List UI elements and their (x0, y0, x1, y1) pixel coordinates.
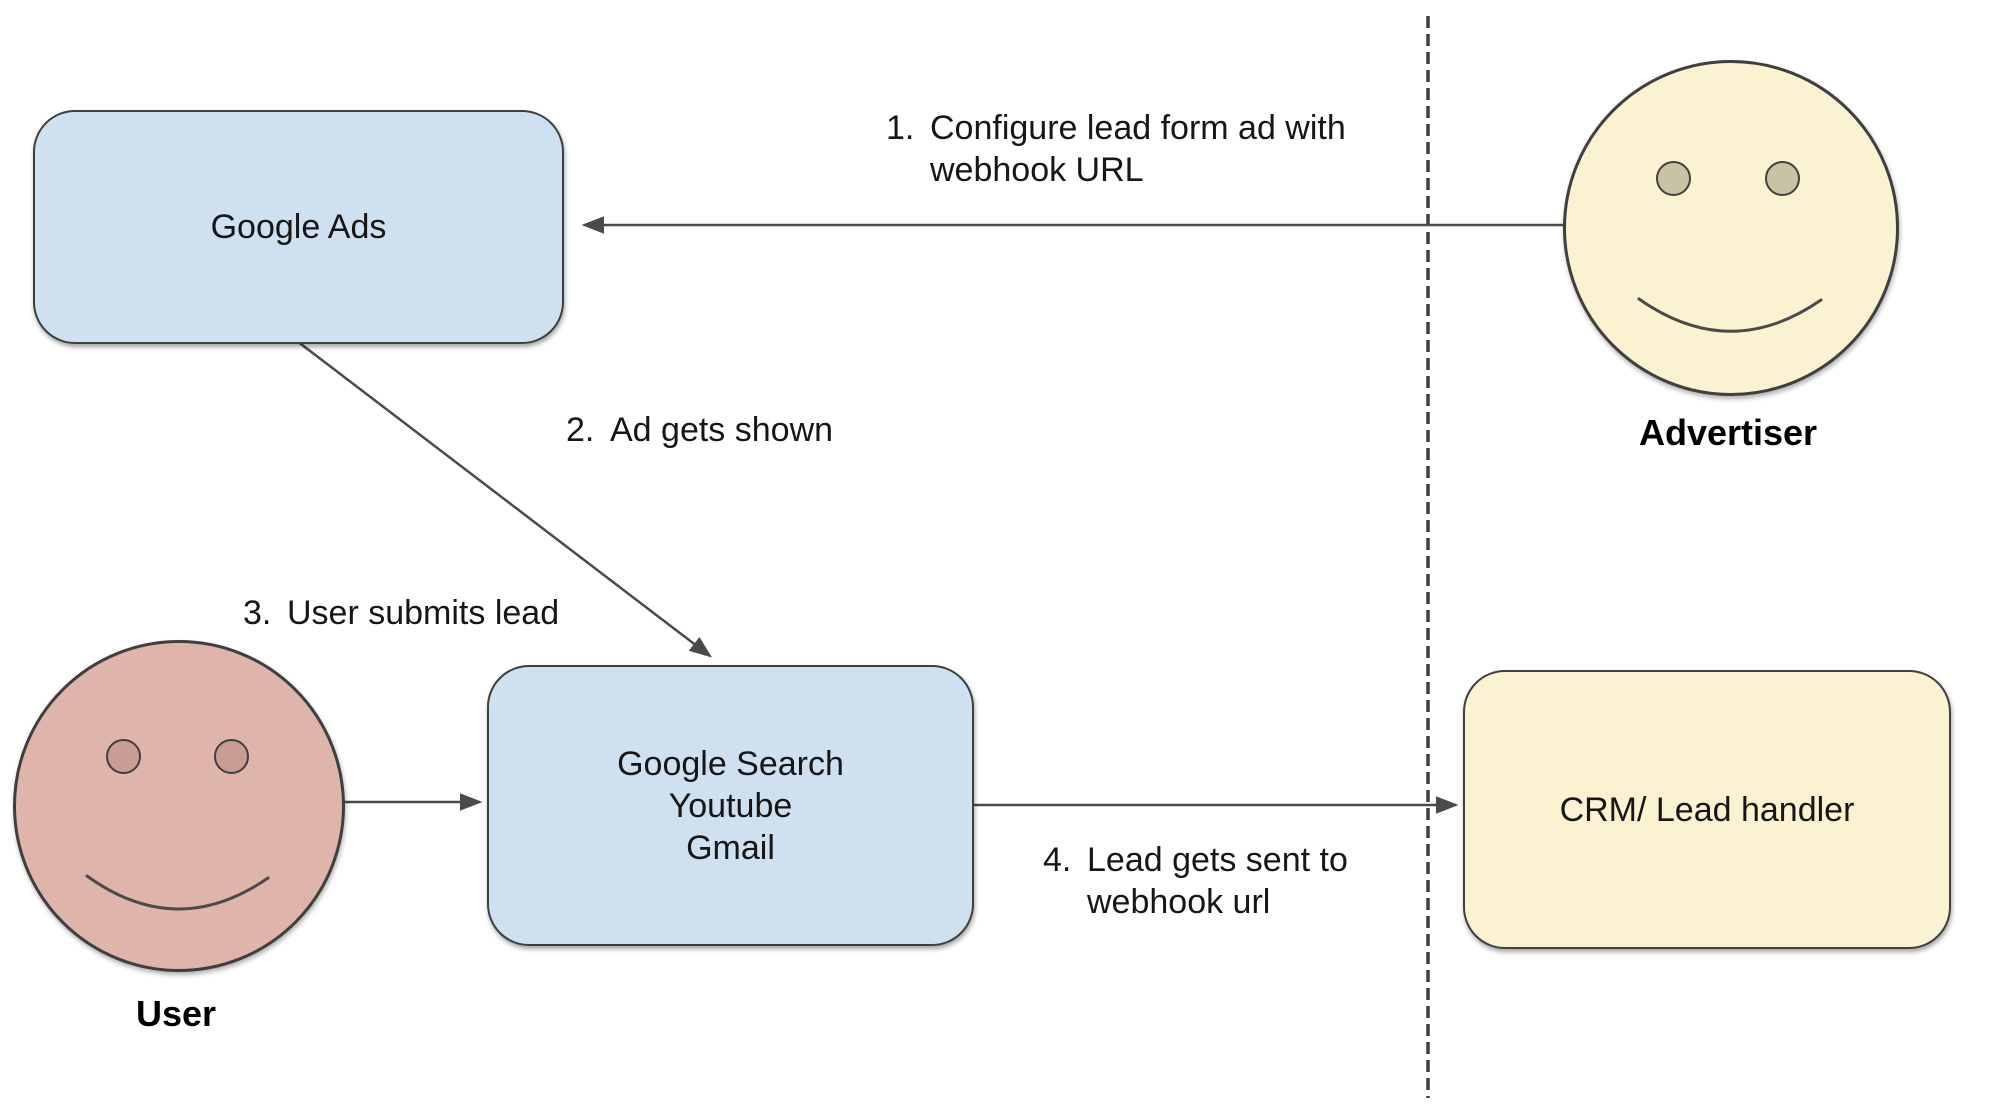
user-label: User (135, 993, 217, 1034)
surface-line-google-search: Google Search (617, 744, 844, 783)
advertiser-face (1563, 60, 1899, 396)
step-1-label: 1. Configure lead form ad with webhook U… (886, 107, 1346, 191)
step-2-label: 2. Ad gets shown (566, 409, 833, 451)
user-smile-icon (85, 874, 270, 911)
step-3-number: 3. (243, 594, 272, 632)
step-1-line-2: webhook URL (930, 151, 1144, 189)
google-ads-box: Google Ads (33, 110, 564, 344)
google-surfaces-box: Google Search Youtube Gmail (487, 665, 974, 946)
advertiser-label: Advertiser (1638, 412, 1818, 453)
crm-label: CRM/ Lead handler (1559, 790, 1855, 829)
crm-box: CRM/ Lead handler (1463, 670, 1951, 949)
google-surfaces-label: Google Search Youtube Gmail (617, 743, 844, 869)
user-left-eye-icon (106, 739, 141, 774)
step-2-text: Ad gets shown (610, 411, 834, 449)
step-1-line-1: Configure lead form ad with (930, 109, 1346, 147)
step-1-number: 1. (886, 109, 915, 147)
step-1-text: Configure lead form ad with webhook URL (930, 107, 1346, 191)
advertiser-smile-icon (1637, 297, 1823, 333)
advertiser-right-eye-icon (1765, 161, 1800, 196)
step-4-line-2: webhook url (1087, 883, 1271, 921)
step-4-label: 4. Lead gets sent to webhook url (1043, 839, 1348, 923)
step-4-line-1: Lead gets sent to (1087, 841, 1348, 879)
user-right-eye-icon (214, 739, 249, 774)
surface-line-youtube: Youtube (668, 786, 793, 825)
advertiser-left-eye-icon (1656, 161, 1691, 196)
step-3-label: 3. User submits lead (243, 592, 559, 634)
step-4-text: Lead gets sent to webhook url (1087, 839, 1348, 923)
step-3-text: User submits lead (287, 594, 560, 632)
surface-line-gmail: Gmail (686, 828, 775, 867)
user-face (13, 640, 345, 972)
step-2-number: 2. (566, 411, 595, 449)
step-4-number: 4. (1043, 841, 1072, 879)
google-ads-label: Google Ads (210, 208, 387, 246)
